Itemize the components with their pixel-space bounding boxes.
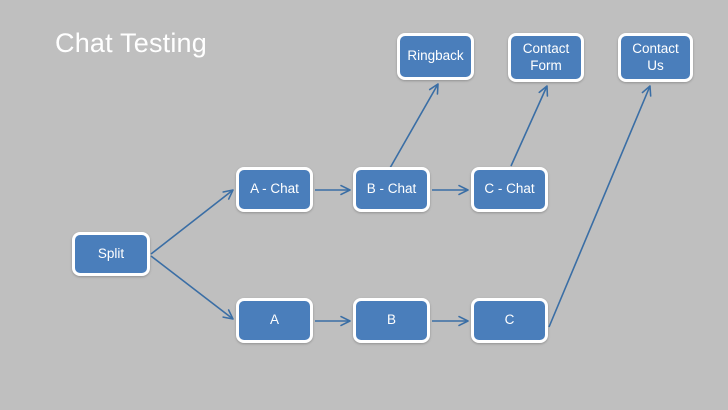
node-split[interactable]: Split (72, 232, 150, 276)
node-c[interactable]: C (471, 298, 548, 343)
node-a-chat[interactable]: A - Chat (236, 167, 313, 212)
node-label-b: B (386, 312, 396, 328)
connector-split-to-a-chat (150, 189, 234, 255)
node-label-split: Split (97, 245, 125, 261)
page-title: Chat Testing (55, 28, 207, 58)
connector-split-to-a (150, 255, 234, 320)
node-label-c: C (504, 312, 515, 328)
node-label-contact-us: Contact Us (632, 40, 679, 73)
node-b[interactable]: B (353, 298, 430, 343)
node-label-c-chat: C - Chat (484, 181, 535, 197)
node-ringback[interactable]: Ringback (397, 33, 474, 80)
node-b-chat[interactable]: B - Chat (353, 167, 430, 212)
node-label-a: A (269, 312, 279, 328)
node-label-b-chat: B - Chat (366, 181, 417, 197)
node-c-chat[interactable]: C - Chat (471, 167, 548, 212)
connector-c-chat-to-contact-form (510, 85, 549, 167)
node-label-contact-form: Contact Form (522, 40, 570, 73)
node-contact-form[interactable]: Contact Form (508, 33, 584, 82)
node-label-a-chat: A - Chat (250, 181, 299, 197)
connector-a-chat-to-ringback (389, 83, 439, 169)
node-label-ringback: Ringback (407, 48, 464, 64)
node-a[interactable]: A (236, 298, 313, 343)
node-contact-us[interactable]: Contact Us (618, 33, 693, 82)
connector-c-to-contact-us (548, 85, 652, 328)
